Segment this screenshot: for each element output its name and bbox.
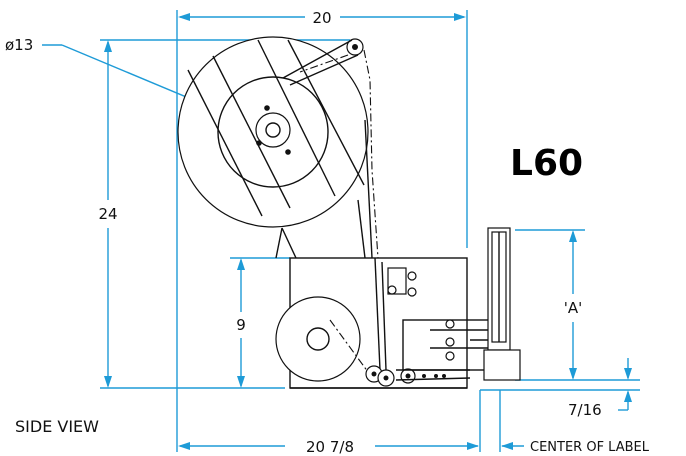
lower-height-label: 9: [236, 316, 246, 334]
machine-outline: [177, 36, 521, 389]
dimension-a: [569, 230, 577, 380]
bottom-width-label: 20 7/8: [306, 438, 354, 456]
rewind-roll: [275, 296, 361, 382]
view-label: SIDE VIEW: [15, 417, 99, 436]
offset-dimension: [618, 358, 632, 411]
dimension-a-label: 'A': [564, 299, 583, 317]
lower-height-dimension: [237, 258, 245, 388]
offset-label: 7/16: [568, 401, 602, 419]
top-width-label: 20: [312, 9, 331, 27]
reference-lines: [100, 10, 640, 452]
center-of-label-text: CENTER OF LABEL: [530, 440, 650, 455]
top-width-dimension: [178, 13, 466, 21]
center-of-label-leader: [501, 442, 524, 450]
total-height-label: 24: [98, 205, 117, 223]
bottom-width-dimension: [178, 442, 479, 450]
roll-diameter-label: ø13: [5, 36, 33, 54]
total-height-dimension: [104, 40, 112, 388]
model-label: L60: [510, 143, 583, 184]
